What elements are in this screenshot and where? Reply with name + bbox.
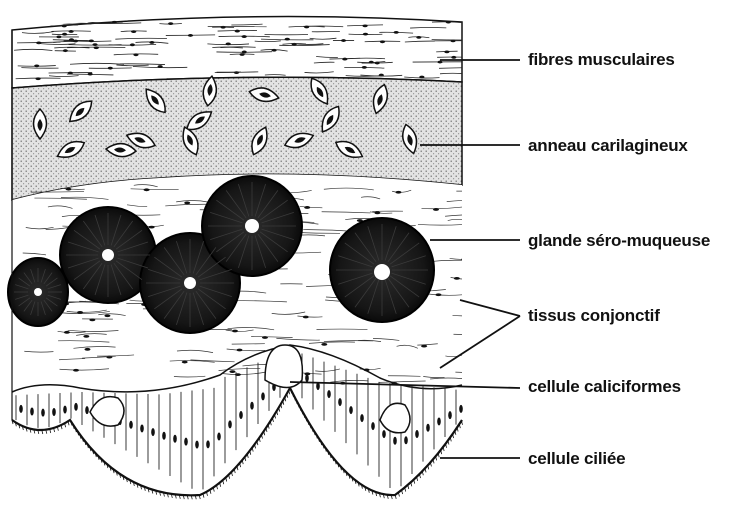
label-cellule-ciliee: cellule ciliée [528,449,625,469]
label-tissus-conjonctif: tissus conjonctif [528,306,660,326]
tissue-section [8,17,504,500]
label-glande-sero-muqueuse: glande séro-muqueuse [528,231,710,251]
label-anneau-carilagineux: anneau carilagineux [528,136,688,156]
label-fibres-musculaires: fibres musculaires [528,50,675,70]
goblet-cell-1 [265,345,302,388]
goblet-cell-2 [90,397,124,426]
label-cellule-caliciformes: cellule caliciformes [528,377,681,397]
leader-tissus-1 [460,300,520,316]
goblet-cell-3 [380,403,410,432]
